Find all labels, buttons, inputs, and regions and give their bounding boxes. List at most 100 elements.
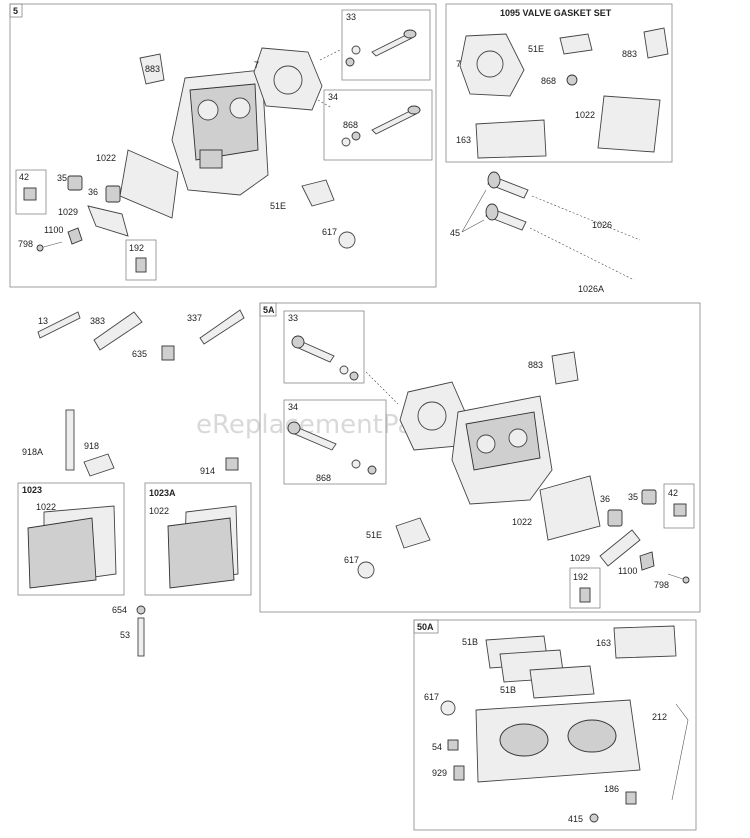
callout-868: 868 — [343, 120, 358, 130]
rocker-arm-5a — [599, 529, 641, 567]
push-rods: 45 1026 1026A — [450, 171, 641, 294]
gasket-set-51e — [559, 33, 593, 55]
clamp-415 — [589, 813, 599, 823]
callout-654: 654 — [112, 605, 127, 615]
box-34-5a — [283, 399, 387, 485]
breather-tube-212 — [671, 703, 689, 801]
seal-5a — [351, 459, 361, 469]
callout-163-50a: 163 — [596, 638, 611, 648]
callout-914: 914 — [200, 466, 215, 476]
head-port-2 — [229, 97, 251, 119]
hose-918 — [83, 453, 115, 477]
callout-798: 798 — [18, 239, 33, 249]
group-50a-intake-manifold: 50A 51B 51B 163 617 212 54 929 186 415 — [413, 619, 697, 831]
callout-34-5a: 34 — [288, 402, 298, 412]
gasket-set-1022 — [597, 95, 661, 153]
gasket-leader-5a — [365, 371, 399, 405]
callout-51e-set: 51E — [528, 44, 544, 54]
valve-seal — [341, 137, 351, 147]
callout-45: 45 — [450, 228, 460, 238]
head-port-5a — [476, 434, 496, 454]
box-42-5a — [663, 483, 695, 529]
exhaust-gasket — [139, 53, 165, 85]
group-5-cylinder-head: 5 33 34 42 — [9, 3, 437, 288]
manifold-gasket-51b-3 — [529, 665, 595, 699]
callout-883-set: 883 — [622, 49, 637, 59]
group-1095-valve-gasket-set: 1095 VALVE GASKET SET 7 51E 883 868 1022… — [445, 3, 673, 163]
group-1023-frame — [17, 482, 125, 596]
callout-51b-1: 51B — [462, 637, 478, 647]
manifold-port-2 — [567, 719, 617, 753]
callout-383: 383 — [90, 316, 105, 326]
exhaust-valve-head-5a — [287, 421, 301, 435]
callout-1029: 1029 — [58, 207, 78, 217]
callout-635: 635 — [132, 349, 147, 359]
callout-7: 7 — [254, 60, 259, 70]
callout-617: 617 — [322, 227, 337, 237]
rocker-arm — [87, 205, 129, 237]
callout-54: 54 — [432, 742, 442, 752]
callout-7-set: 7 — [456, 59, 461, 69]
group-50a-label: 50A — [417, 622, 434, 632]
bolt-53 — [137, 617, 145, 657]
fastener-914 — [225, 457, 239, 471]
callout-1022-5a: 1022 — [512, 517, 532, 527]
o-ring-617 — [338, 231, 356, 249]
head-rocker-boss — [199, 149, 223, 169]
spring-36-5a — [607, 509, 623, 527]
callout-883: 883 — [145, 64, 160, 74]
callout-1026a: 1026A — [578, 284, 604, 294]
callout-1100: 1100 — [44, 225, 63, 235]
group-50a-frame — [413, 619, 697, 831]
screw-798 — [39, 241, 63, 249]
callout-192-5a: 192 — [573, 572, 588, 582]
callout-212: 212 — [652, 712, 667, 722]
callout-929: 929 — [432, 768, 447, 778]
exhaust-gasket-5a — [551, 351, 579, 385]
manifold-gasket-163 — [613, 625, 677, 659]
callout-13: 13 — [38, 316, 48, 326]
fitting-186 — [625, 791, 637, 805]
boot-635 — [161, 345, 175, 361]
callout-868-set: 868 — [541, 76, 556, 86]
gasket-set-bore — [476, 50, 504, 78]
o-ring-5a — [357, 561, 375, 579]
box-42 — [15, 169, 47, 215]
head-gasket-bore-5a — [417, 401, 447, 431]
push-rod-lower-end — [485, 203, 499, 221]
group-5-frame — [9, 3, 437, 288]
callout-1022-c: 1022 — [36, 502, 56, 512]
intake-gasket-51e — [301, 179, 335, 207]
callout-868-5a: 868 — [316, 473, 331, 483]
push-rod-upper-end — [487, 171, 501, 189]
group-1023a-label: 1023A — [149, 488, 176, 498]
valve-rotator — [351, 131, 361, 141]
valve-retainer — [345, 57, 355, 67]
washer-654 — [136, 605, 146, 615]
valve-spring-35 — [67, 175, 83, 191]
rocker-cover-1023 — [27, 517, 97, 589]
rocker-stud — [135, 257, 147, 273]
group-5a-tag — [259, 302, 277, 317]
intake-gasket-5a — [395, 517, 431, 549]
group-50a-tag — [413, 619, 439, 634]
rocker-cover-gasket — [119, 149, 179, 219]
gasket-set-163 — [475, 119, 547, 159]
rocker-nut — [23, 187, 37, 201]
box-34 — [323, 89, 433, 161]
loose-parts: 13 383 337 635 918A 918 914 — [22, 309, 245, 477]
intake-valve-head — [403, 29, 417, 39]
push-rod-leaders — [529, 195, 641, 281]
gasket-leader — [317, 49, 341, 109]
callout-415: 415 — [568, 814, 583, 824]
valve-keeper — [351, 45, 361, 55]
push-rod-guide — [67, 227, 83, 245]
callout-163-set: 163 — [456, 135, 471, 145]
bolt-929 — [453, 765, 465, 781]
callout-33: 33 — [346, 12, 356, 22]
rocker-cover-gasket-5a — [539, 475, 601, 541]
gasket-set-883 — [643, 27, 669, 59]
group-5a-cylinder-head: 5A 33 34 868 883 1022 51E 617 36 — [259, 302, 701, 613]
intake-valve-head-5a — [291, 335, 305, 349]
